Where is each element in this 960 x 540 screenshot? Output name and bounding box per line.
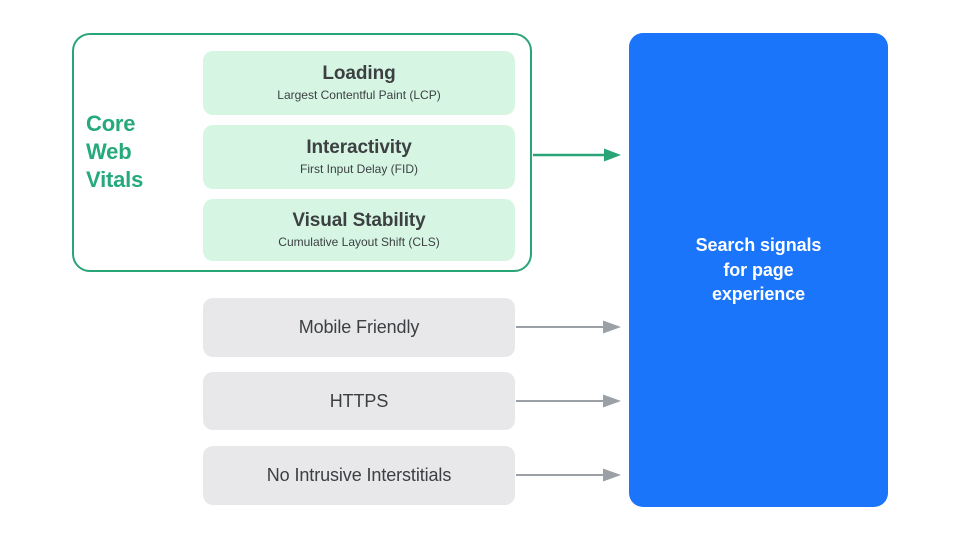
metric-title: Interactivity xyxy=(306,136,412,158)
arrow-https-to-outcome xyxy=(516,394,621,408)
outcome-text-line-3: experience xyxy=(711,284,806,305)
metric-subtitle: Largest Contentful Paint (LCP) xyxy=(277,87,441,102)
signal-box-mobile-friendly[interactable]: Mobile Friendly xyxy=(203,298,515,357)
metric-card-loading[interactable]: Loading Largest Contentful Paint (LCP) xyxy=(203,51,515,115)
signal-label: HTTPS xyxy=(329,390,389,411)
core-web-vitals-label-line-1: Core xyxy=(86,111,136,136)
core-web-vitals-group xyxy=(72,33,532,272)
signal-box-no-intrusive-interstitials[interactable]: No Intrusive Interstitials xyxy=(203,446,515,505)
signal-label: No Intrusive Interstitials xyxy=(266,465,452,485)
core-web-vitals-label-line-3: Vitals xyxy=(86,167,144,193)
signal-label: Mobile Friendly xyxy=(298,317,420,337)
metric-title: Visual Stability xyxy=(292,209,426,231)
arrow-core-web-vitals-to-outcome xyxy=(533,148,621,162)
core-web-vitals-label-line-2: Web xyxy=(86,139,132,165)
arrow-mobile-friendly-to-outcome xyxy=(516,320,621,334)
outcome-text: Search signals for page experience xyxy=(696,233,822,307)
metric-card-interactivity[interactable]: Interactivity First Input Delay (FID) xyxy=(203,125,515,189)
core-web-vitals-label: Core Web Vitals xyxy=(86,110,196,194)
metric-card-visual-stability[interactable]: Visual Stability Cumulative Layout Shift… xyxy=(203,199,515,261)
metric-title: Loading xyxy=(322,62,396,84)
outcome-box-search-signals[interactable]: Search signals for page experience xyxy=(629,33,888,507)
outcome-text-line-1: Search signals xyxy=(695,234,822,255)
arrow-no-intrusive-interstitials-to-outcome xyxy=(516,468,621,482)
metric-subtitle: Cumulative Layout Shift (CLS) xyxy=(278,234,440,249)
signal-box-https[interactable]: HTTPS xyxy=(203,372,515,430)
metric-subtitle: First Input Delay (FID) xyxy=(299,161,419,176)
outcome-text-line-2: for page xyxy=(723,259,794,280)
